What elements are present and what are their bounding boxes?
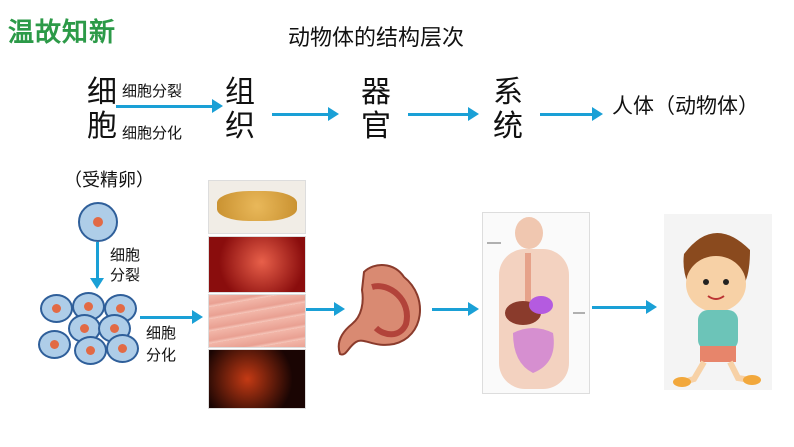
left-differentiation-2: 分化: [146, 346, 177, 364]
arrow-tissue-organ-line: [272, 113, 330, 116]
cell-char-2: 胞: [87, 109, 117, 144]
egg-arrow-head: [90, 278, 104, 289]
tissue-image-muscle: [208, 294, 306, 348]
division-label: 细胞分裂: [122, 82, 183, 100]
arrow-tissue-organ-head: [328, 107, 339, 121]
organ-char-1: 器: [361, 75, 391, 110]
cells-to-tissue-line: [140, 316, 194, 319]
left-division-2: 分裂: [110, 266, 141, 284]
digestive-system-image: [482, 212, 590, 394]
fertilized-egg: [78, 202, 118, 242]
differentiation-label: 细胞分化: [122, 124, 183, 142]
tissue-image-connective: [208, 180, 306, 234]
left-division-1: 细胞: [110, 246, 141, 264]
cell-char-1: 细: [87, 75, 117, 110]
left-differentiation-1: 细胞: [146, 324, 177, 342]
tissue-char-2: 织: [225, 109, 255, 144]
cells-to-tissue-head: [192, 310, 203, 324]
division-arrow-line: [116, 105, 214, 108]
human-body-image: [664, 214, 772, 390]
organ-char-2: 官: [361, 109, 391, 144]
arrow-organ-system-head: [468, 107, 479, 121]
page-title: 动物体的结构层次: [288, 26, 465, 51]
division-arrow-head: [212, 99, 223, 113]
system-char-1: 系: [493, 75, 523, 110]
tissue-image-blood: [208, 236, 306, 293]
body-label: 人体（动物体）: [612, 94, 759, 118]
egg-arrow-line: [96, 242, 99, 280]
egg-label: （受精卵）: [64, 170, 154, 191]
arrow-system-body-line: [540, 113, 594, 116]
cell-cluster: [38, 292, 139, 365]
system-char-2: 统: [493, 109, 523, 144]
arrow-organ-system-line: [408, 113, 470, 116]
system-to-body-head: [646, 300, 657, 314]
tissue-to-organ-line: [306, 308, 336, 311]
tissue-image-nerve: [208, 349, 306, 409]
organ-to-system-head: [468, 302, 479, 316]
arrow-system-body-head: [592, 107, 603, 121]
tissue-char-1: 组: [225, 75, 255, 110]
stomach-image: [337, 264, 421, 356]
system-to-body-line: [592, 306, 648, 309]
tissue-to-organ-head: [334, 302, 345, 316]
review-label: 温故知新: [8, 18, 117, 48]
organ-to-system-line: [432, 308, 470, 311]
